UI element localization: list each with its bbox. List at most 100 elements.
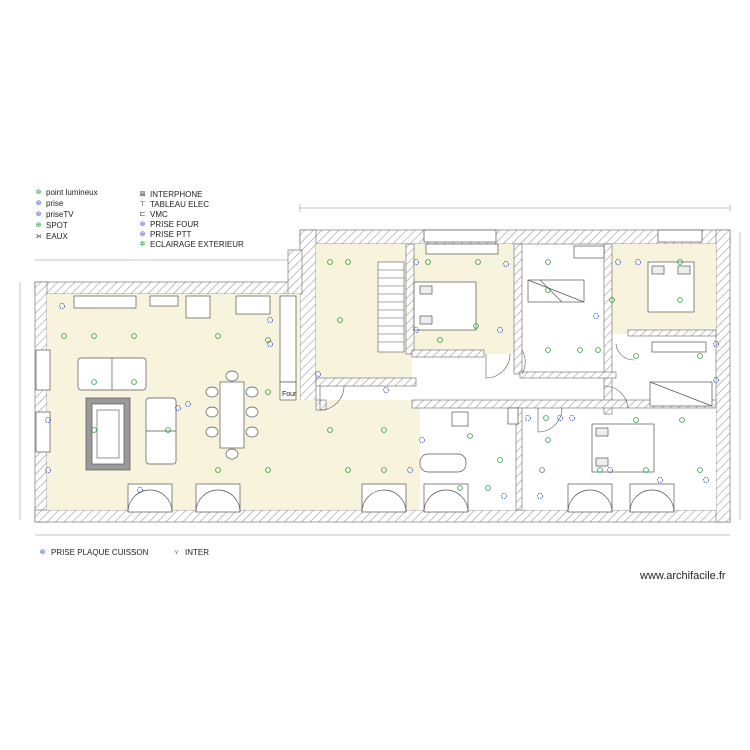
light-point-icon bbox=[457, 485, 463, 491]
light-point-icon bbox=[215, 333, 221, 339]
legend-symbol-icon: ⊕ bbox=[35, 221, 42, 229]
legend-item: ⊤ TABLEAU ELEC bbox=[138, 200, 209, 209]
outlet-icon bbox=[174, 404, 181, 411]
legend-symbol-icon: ⊛ bbox=[139, 230, 146, 238]
light-point-icon bbox=[345, 467, 351, 473]
light-point-icon bbox=[473, 323, 479, 329]
legend-symbol-icon: ⊛ bbox=[35, 199, 42, 207]
outlet-icon bbox=[703, 476, 710, 483]
interior-walls bbox=[315, 243, 717, 511]
legend-label: PRISE FOUR bbox=[150, 220, 199, 229]
legend-label: TABLEAU ELEC bbox=[150, 200, 209, 209]
light-point-icon bbox=[545, 437, 551, 443]
light-point-icon bbox=[475, 259, 481, 265]
light-point-icon bbox=[425, 259, 431, 265]
outlet-icon bbox=[525, 414, 532, 421]
light-point-icon bbox=[545, 287, 551, 293]
legend-item: ⊛ priseTV bbox=[34, 210, 74, 219]
legend-symbol-icon: ⊛ bbox=[139, 220, 146, 228]
legend-item: ⊠ INTERPHONE bbox=[138, 190, 203, 199]
legend-symbol-icon: ✲ bbox=[139, 240, 146, 248]
legend-symbol-icon: ⋎ bbox=[173, 548, 180, 556]
light-point-icon bbox=[215, 467, 221, 473]
outlet-icon bbox=[136, 486, 143, 493]
outlet-icon bbox=[45, 416, 52, 423]
legend-item: ✲ ECLAIRAGE EXTERIEUR bbox=[138, 240, 244, 249]
outlet-icon bbox=[713, 340, 720, 347]
legend-label: ECLAIRAGE EXTERIEUR bbox=[150, 240, 244, 249]
light-point-icon bbox=[597, 467, 603, 473]
outlet-icon bbox=[184, 400, 191, 407]
legend-symbol-icon: ⊠ bbox=[139, 190, 146, 198]
legend-label: INTERPHONE bbox=[150, 190, 203, 199]
light-point-icon bbox=[165, 427, 171, 433]
outlet-icon bbox=[615, 258, 622, 265]
light-point-icon bbox=[337, 317, 343, 323]
legend-label: point lumineux bbox=[46, 188, 98, 197]
legend-label: EAUX bbox=[46, 232, 68, 241]
legend-symbol-icon: ⊤ bbox=[139, 200, 146, 208]
outlet-icon bbox=[59, 302, 66, 309]
bottom-legend-item: ⊛ PRISE PLAQUE CUISSON bbox=[38, 548, 149, 557]
dimension-lines bbox=[19, 204, 741, 536]
outlet-icon bbox=[412, 326, 419, 333]
legend-symbol-icon: ⊗ bbox=[35, 188, 42, 196]
legend-symbol-icon: ⊛ bbox=[39, 548, 46, 556]
legend-symbol-icon: ⟕ bbox=[35, 232, 42, 240]
legend-item: ⊗ point lumineux bbox=[34, 188, 98, 197]
outlet-icon bbox=[635, 258, 642, 265]
outlet-icon bbox=[266, 340, 273, 347]
light-point-icon bbox=[633, 353, 639, 359]
outlet-icon bbox=[593, 312, 600, 319]
legend-label: PRISE PLAQUE CUISSON bbox=[51, 548, 149, 557]
light-point-icon bbox=[577, 347, 583, 353]
doors bbox=[319, 343, 635, 433]
bottom-legend-item: ⋎INTER bbox=[172, 548, 209, 557]
light-point-icon bbox=[497, 457, 503, 463]
light-point-icon bbox=[679, 417, 685, 423]
outlet-icon bbox=[502, 260, 509, 267]
light-point-icon bbox=[539, 467, 545, 473]
outlet-icon bbox=[569, 414, 576, 421]
outlet-icon bbox=[406, 466, 413, 473]
furniture bbox=[73, 243, 713, 473]
light-point-icon bbox=[131, 333, 137, 339]
legend-label: PRISE PTT bbox=[150, 230, 192, 239]
light-point-icon bbox=[91, 379, 97, 385]
legend-label: SPOT bbox=[46, 221, 68, 230]
light-point-icon bbox=[677, 259, 683, 265]
outlet-icon bbox=[500, 492, 507, 499]
watermark-text: www.archifacile.fr bbox=[640, 570, 726, 582]
legend-item: ⊛ PRISE FOUR bbox=[138, 220, 199, 229]
outlet-icon bbox=[557, 414, 564, 421]
legend-label: prise bbox=[46, 199, 64, 208]
light-point-icon bbox=[91, 427, 97, 433]
light-point-icon bbox=[677, 297, 683, 303]
light-point-icon bbox=[345, 259, 351, 265]
light-point-icon bbox=[543, 415, 549, 421]
outlet-icon bbox=[314, 370, 321, 377]
outlet-icon bbox=[412, 258, 419, 265]
light-point-icon bbox=[595, 347, 601, 353]
legend-item: ⟕ EAUX bbox=[34, 232, 68, 241]
legend-label: priseTV bbox=[46, 210, 74, 219]
outlet-icon bbox=[607, 466, 614, 473]
light-point-icon bbox=[609, 297, 615, 303]
legend-item: ⊛ prise bbox=[34, 199, 64, 208]
legend-item: ⊕ SPOT bbox=[34, 221, 68, 230]
legend-symbol-icon: ⊏ bbox=[139, 210, 146, 218]
light-point-icon bbox=[265, 337, 271, 343]
windows bbox=[35, 229, 703, 513]
light-point-icon bbox=[437, 337, 443, 343]
light-point-icon bbox=[381, 427, 387, 433]
outlet-icon bbox=[418, 436, 425, 443]
light-point-icon bbox=[265, 389, 271, 395]
outlet-icon bbox=[266, 316, 273, 323]
staircase bbox=[377, 261, 405, 353]
light-points bbox=[61, 259, 703, 491]
light-point-icon bbox=[545, 347, 551, 353]
outlet-icon bbox=[496, 326, 503, 333]
legend-symbol-icon: ⊛ bbox=[35, 210, 42, 218]
light-point-icon bbox=[697, 353, 703, 359]
